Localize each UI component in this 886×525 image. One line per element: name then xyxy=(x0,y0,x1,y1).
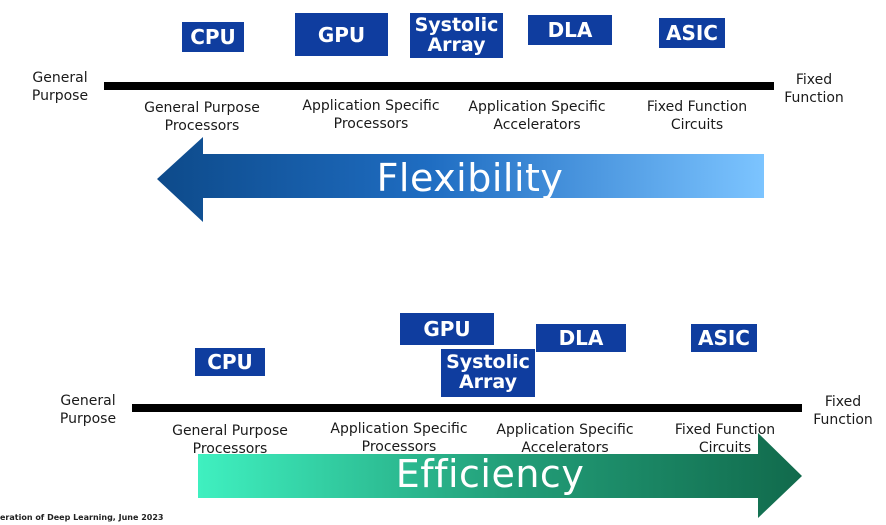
systolic-array-line1: Systolic xyxy=(446,351,530,374)
cpu-chip: CPU xyxy=(195,348,265,376)
cpu-chip: CPU xyxy=(182,22,244,52)
cpu-chip-label: CPU xyxy=(190,25,236,49)
dla-chip-label: DLA xyxy=(558,326,604,350)
dla-chip-label: DLA xyxy=(547,18,593,42)
flexibility-panel: CPU GPU Systolic Array DLA ASIC General … xyxy=(0,0,886,250)
application-specific-accelerators-label: Application Specific Accelerators xyxy=(496,422,634,456)
flexibility-arrow xyxy=(157,137,764,222)
fixed-function-end-label: Fixed Function xyxy=(784,72,844,106)
dla-chip: DLA xyxy=(536,324,626,352)
gpu-chip: GPU xyxy=(295,13,388,56)
general-purpose-processors-label: General Purpose Processors xyxy=(172,423,288,457)
systolic-array-line2: Array xyxy=(427,33,486,56)
general-purpose-end-label: General Purpose xyxy=(31,70,89,104)
asic-chip-label: ASIC xyxy=(697,326,750,350)
efficiency-label: Efficiency xyxy=(395,452,585,496)
systolic-array-chip: Systolic Array xyxy=(441,349,535,397)
gpu-chip-label: GPU xyxy=(317,22,366,47)
gpu-chip: GPU xyxy=(400,313,494,345)
efficiency-arrow xyxy=(198,433,802,518)
systolic-array-chip: Systolic Array xyxy=(410,13,503,58)
fixed-function-end-label: Fixed Function xyxy=(813,394,873,428)
fixed-function-circuits-label: Fixed Function Circuits xyxy=(646,99,748,133)
general-purpose-end-label: General Purpose xyxy=(59,393,117,427)
fixed-function-circuits-label: Fixed Function Circuits xyxy=(674,422,776,456)
asic-chip: ASIC xyxy=(659,18,725,48)
spectrum-line xyxy=(104,82,774,90)
footer-caption: eration of Deep Learning, June 2023 xyxy=(0,513,164,522)
dla-chip: DLA xyxy=(528,15,612,45)
systolic-array-line1: Systolic xyxy=(414,13,499,36)
application-specific-processors-label: Application Specific Processors xyxy=(330,421,468,455)
flexibility-label: Flexibility xyxy=(376,156,564,200)
general-purpose-processors-label: General Purpose Processors xyxy=(144,100,260,134)
spectrum-line xyxy=(132,404,802,412)
asic-chip: ASIC xyxy=(691,324,757,352)
systolic-array-line2: Array xyxy=(458,371,518,393)
application-specific-processors-label: Application Specific Processors xyxy=(302,98,440,132)
application-specific-accelerators-label: Application Specific Accelerators xyxy=(468,99,606,133)
cpu-chip-label: CPU xyxy=(207,350,253,374)
asic-chip-label: ASIC xyxy=(665,21,718,45)
efficiency-panel: GPU DLA ASIC CPU Systolic Array General … xyxy=(0,250,886,525)
gpu-chip-label: GPU xyxy=(423,317,471,341)
